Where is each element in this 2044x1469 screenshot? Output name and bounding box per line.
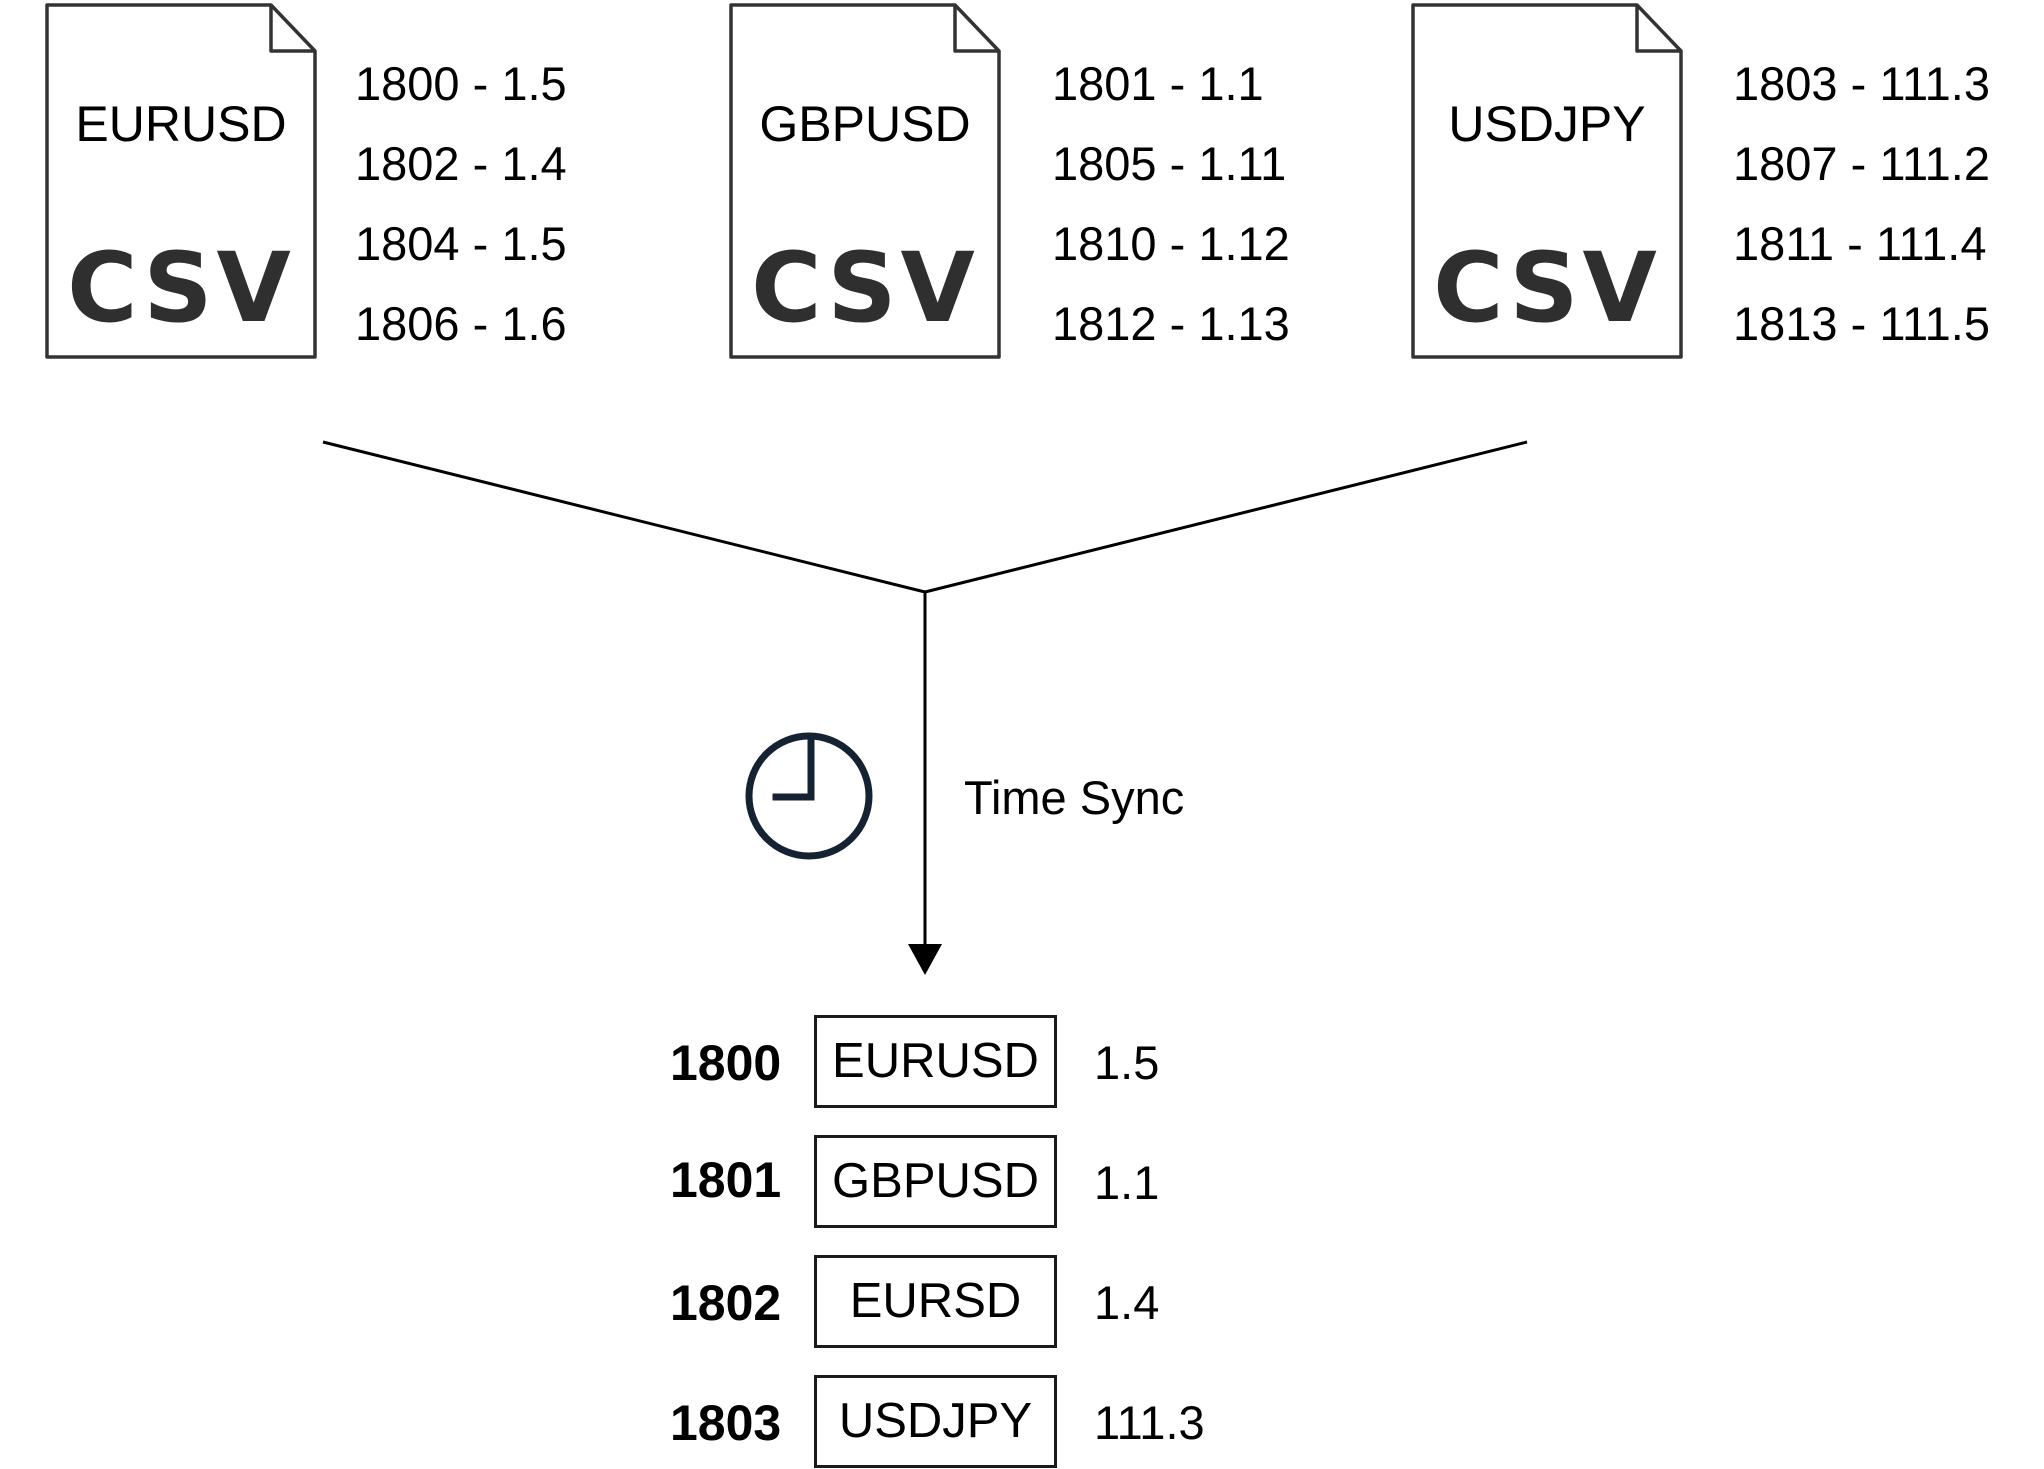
output-symbol-box: GBPUSD	[814, 1135, 1057, 1228]
output-symbol-box: EURUSD	[814, 1015, 1057, 1108]
output-value: 1.1	[1094, 1156, 1160, 1209]
output-value: 1.5	[1094, 1036, 1160, 1089]
time-sync-label: Time Sync	[964, 771, 1185, 824]
output-value: 1.4	[1094, 1276, 1160, 1329]
record-item: 1803 - 111.3	[1733, 57, 1990, 110]
record-item: 1807 - 111.2	[1733, 137, 1990, 190]
record-list: 1801 - 1.1 1805 - 1.11 1810 - 1.12 1812 …	[1052, 44, 1290, 364]
csv-file-icon-eurusd	[45, 3, 317, 359]
output-time: 1801	[670, 1152, 782, 1208]
output-symbol-box: EURSD	[814, 1255, 1057, 1348]
file-format-label: CSV	[1433, 232, 1661, 344]
sync-arrowhead	[908, 944, 942, 975]
file-symbol-label: GBPUSD	[759, 96, 971, 152]
record-item: 1805 - 1.11	[1052, 137, 1287, 190]
record-item: 1802 - 1.4	[355, 137, 567, 190]
file-format-label: CSV	[67, 232, 295, 344]
csv-file-icon-gbpusd	[729, 3, 1001, 359]
output-time: 1800	[670, 1035, 782, 1091]
merge-line-right	[924, 440, 1528, 594]
record-list: 1800 - 1.5 1802 - 1.4 1804 - 1.5 1806 - …	[355, 44, 567, 364]
output-time: 1802	[670, 1275, 782, 1331]
clock-icon	[745, 732, 873, 860]
record-item: 1800 - 1.5	[355, 57, 567, 110]
merge-line-left	[322, 440, 926, 594]
output-value: 111.3	[1094, 1396, 1205, 1449]
output-time: 1803	[670, 1395, 782, 1451]
record-item: 1801 - 1.1	[1052, 57, 1264, 110]
record-item: 1810 - 1.12	[1052, 217, 1290, 270]
file-format-label: CSV	[751, 232, 979, 344]
record-item: 1806 - 1.6	[355, 297, 567, 350]
csv-file-icon-usdjpy	[1411, 3, 1683, 359]
record-item: 1811 - 111.4	[1733, 217, 1987, 270]
record-list: 1803 - 111.3 1807 - 111.2 1811 - 111.4 1…	[1733, 44, 1990, 364]
record-item: 1804 - 1.5	[355, 217, 567, 270]
file-symbol-label: USDJPY	[1448, 96, 1646, 152]
file-symbol-label: EURUSD	[75, 96, 287, 152]
record-item: 1813 - 111.5	[1733, 297, 1990, 350]
record-item: 1812 - 1.13	[1052, 297, 1290, 350]
output-symbol-box: USDJPY	[814, 1375, 1057, 1468]
